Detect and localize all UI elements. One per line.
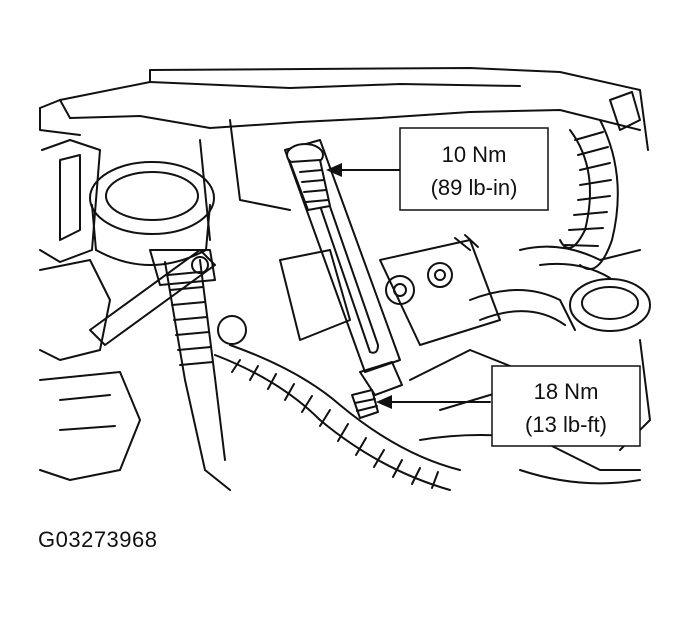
torque-callout-lower: 18 Nm (13 lb-ft) bbox=[491, 365, 641, 447]
corrugated-hose-right bbox=[559, 91, 641, 271]
figure-identifier: G03273968 bbox=[38, 527, 158, 552]
left-housing bbox=[39, 119, 291, 481]
callout-upper-line2: (89 lb-in) bbox=[431, 175, 518, 200]
callout-lower-line1: 18 Nm bbox=[534, 379, 599, 404]
filler-neck bbox=[89, 161, 215, 266]
callout-arrowheads bbox=[326, 163, 392, 409]
engine-cover-outline bbox=[39, 67, 649, 151]
callout-upper-line1: 10 Nm bbox=[442, 142, 507, 167]
right-hose-assembly bbox=[469, 245, 651, 485]
wiring-harness bbox=[214, 344, 461, 491]
torque-callout-upper: 10 Nm (89 lb-in) bbox=[399, 127, 549, 211]
callout-leaders bbox=[334, 169, 491, 403]
lower-nut bbox=[351, 389, 379, 419]
callout-lower-line2: (13 lb-ft) bbox=[525, 412, 607, 437]
upper-bolt bbox=[286, 143, 331, 211]
center-block-detail bbox=[217, 234, 541, 441]
corrugated-hose-left bbox=[164, 259, 231, 491]
